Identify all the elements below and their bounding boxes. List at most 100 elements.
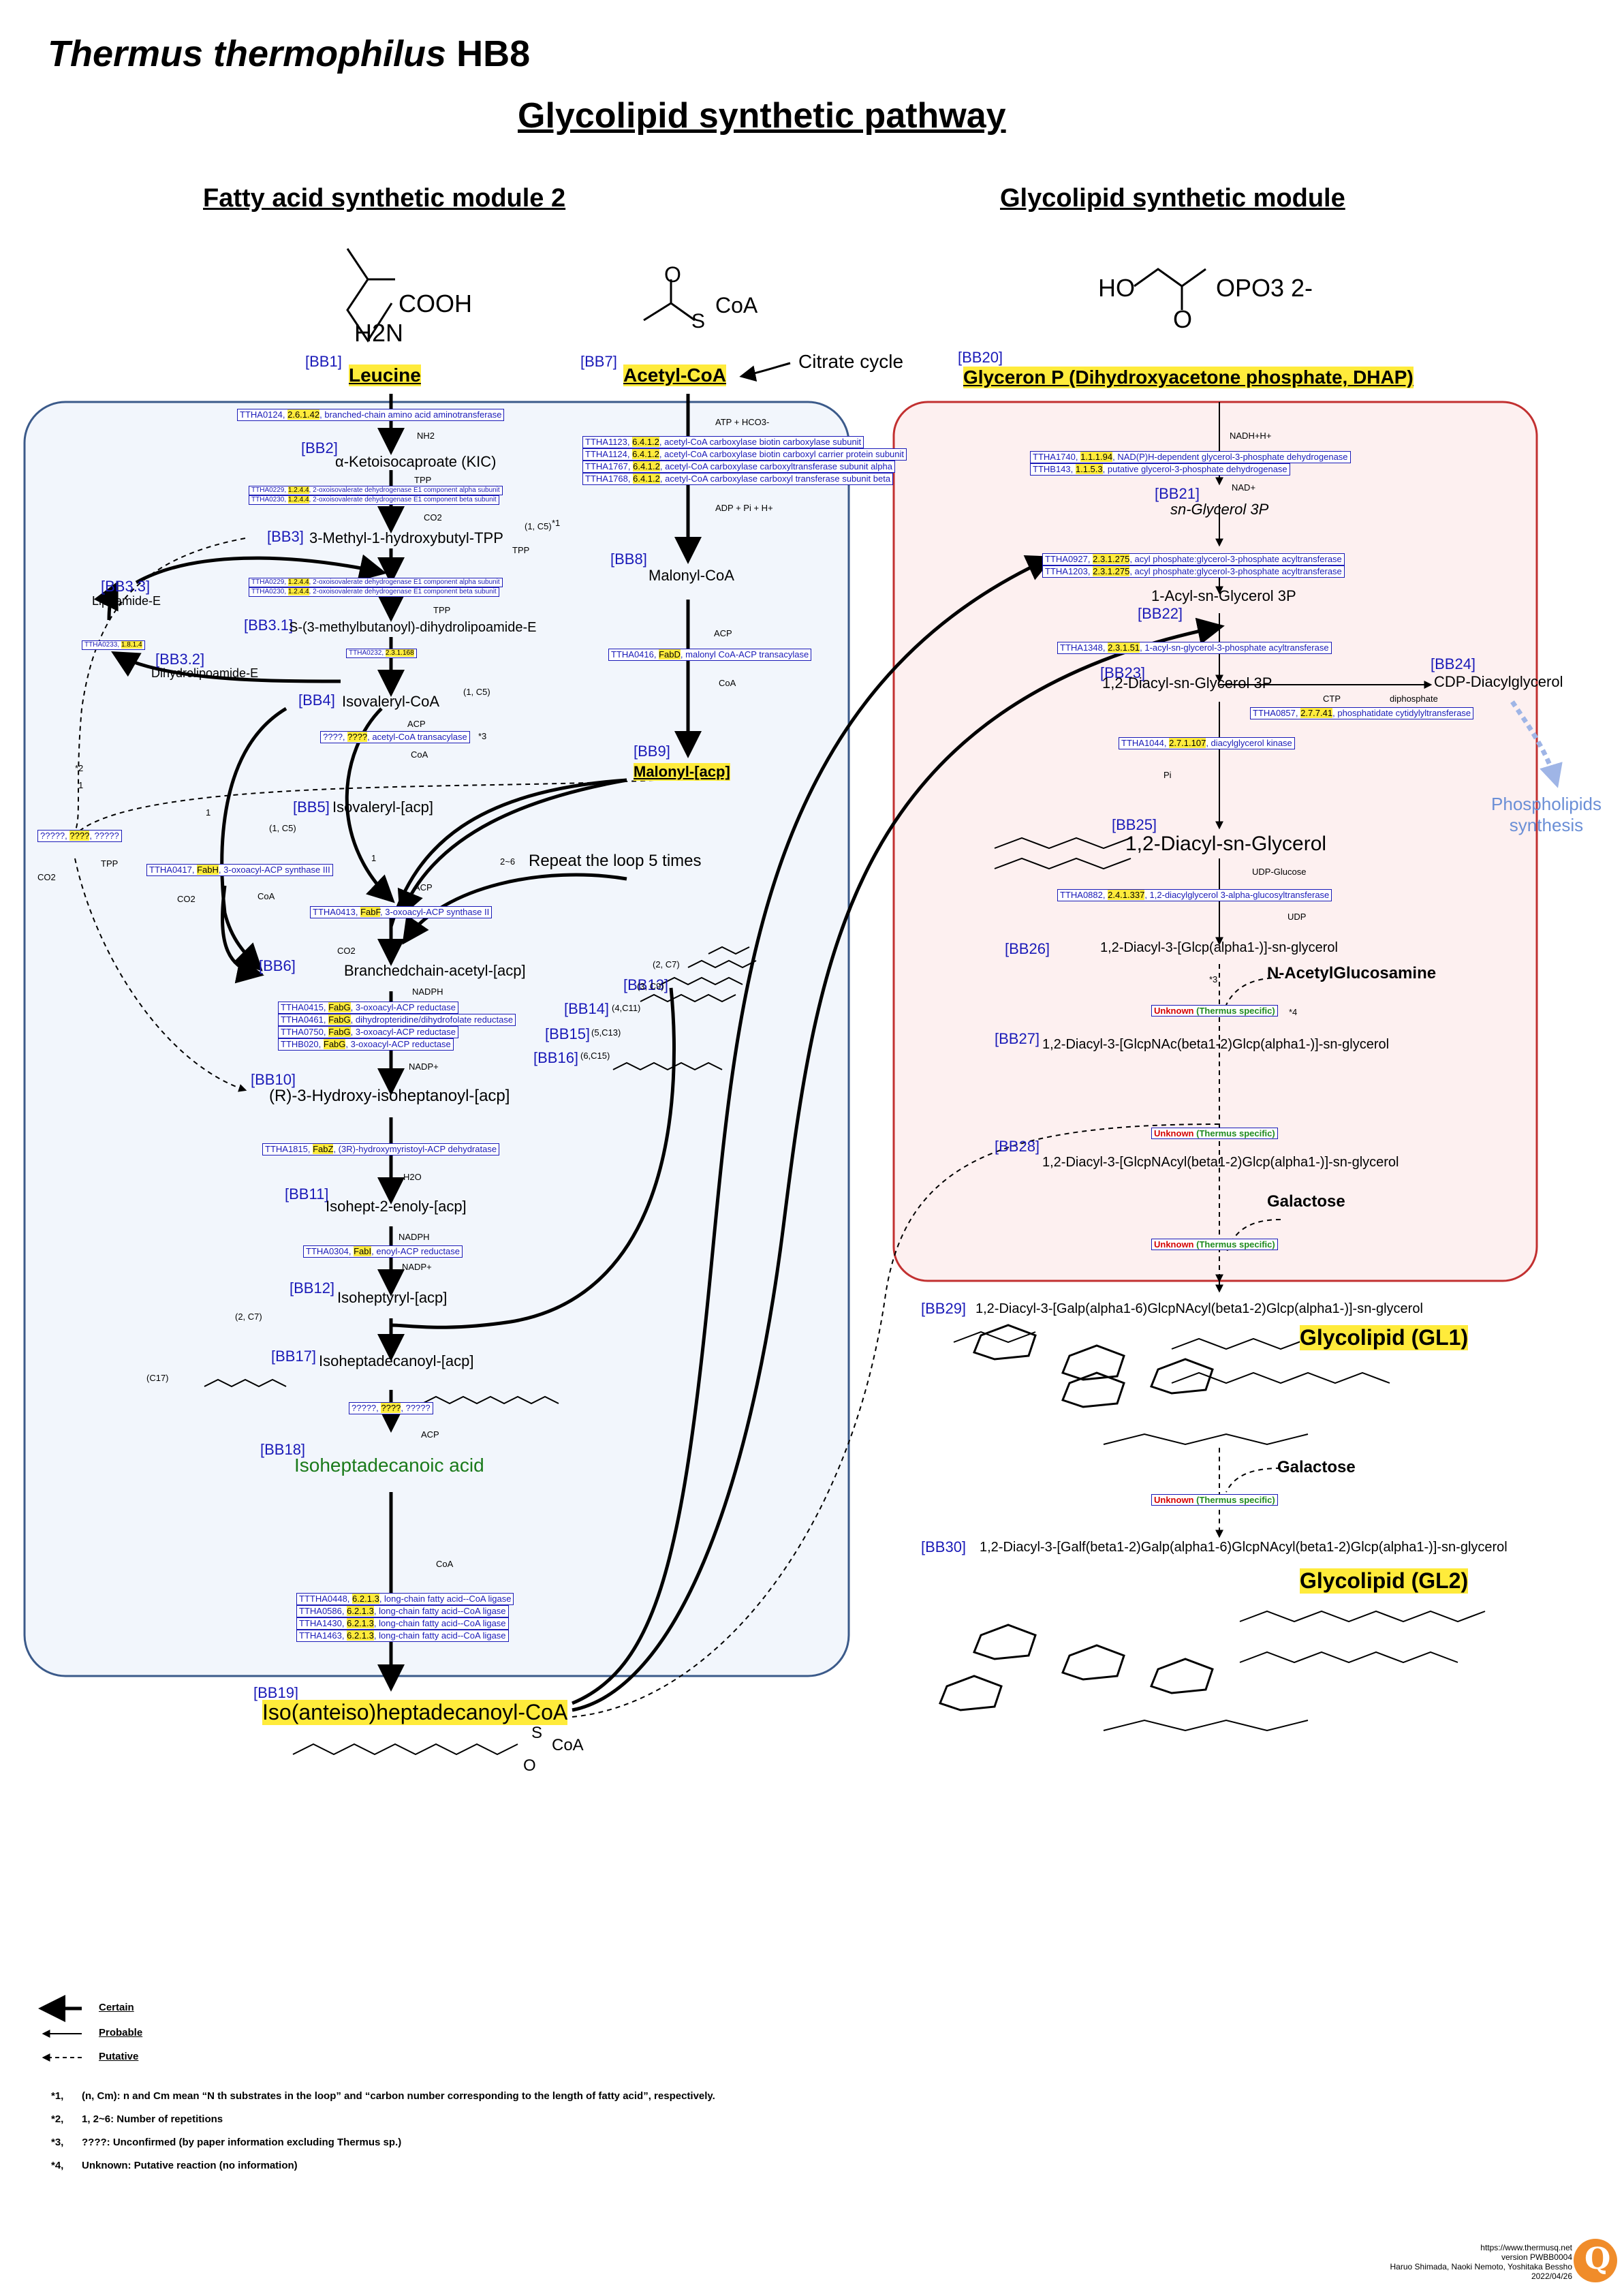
tag-bb20: [BB20] [958,349,1003,366]
enzyme-e21[interactable]: TTHA1044, 2.7.1.107, diacylglycerol kina… [1119,737,1295,749]
credit-version: version PWBB0004 [1501,2252,1572,2262]
side-nadh: NADH+H+ [1230,431,1272,441]
enzyme-e15c[interactable]: TTHA1767, 6.4.1.2, acetyl-CoA carboxylas… [582,461,895,473]
enzyme-e15b[interactable]: TTHA1124, 6.4.1.2, acetyl-CoA carboxylas… [582,448,907,461]
enzyme-e19[interactable]: TTHA1348, 2.3.1.51, 1-acyl-sn-glycerol-3… [1057,642,1332,654]
compound-bb3-2: Dihydrolipoamide-E [151,666,259,680]
enzyme-e14a[interactable]: TTTHA0448, 6.2.1.3, long-chain fatty aci… [296,1593,514,1605]
tag-bb12: [BB12] [290,1279,335,1297]
enzyme-e15d[interactable]: TTHA1768, 6.4.1.2, acetyl-CoA carboxylas… [582,473,894,485]
module-left-title: Fatty acid synthetic module 2 [203,184,566,213]
final-s: S [531,1724,543,1742]
side-udp: UDP [1287,912,1307,922]
enzyme-e10b[interactable]: TTHA0461, FabG, dihydropteridine/dihydro… [278,1014,516,1026]
star1-mark: *1 [552,518,561,528]
enzyme-e1[interactable]: TTHA0124, 2.6.1.42, branched-chain amino… [237,409,505,421]
side-tpp3: TPP [433,605,451,615]
final-o: O [523,1756,536,1775]
side-acp1: ACP [407,719,426,729]
tag-bb2: [BB2] [301,439,338,456]
acetyl-coa-label: CoA [715,293,758,317]
enzyme-e14d[interactable]: TTHA1463, 6.2.1.3, long-chain fatty acid… [296,1630,509,1642]
unknown-u3[interactable]: Unknown (Thermus specific) [1151,1239,1278,1250]
note-bb14: (4,C11) [612,1003,641,1013]
enzyme-e5[interactable]: TTHA0232, 2.3.1.168 [346,649,417,658]
glycolipid-gl1: Glycolipid (GL1) [1300,1325,1469,1350]
enzyme-e13[interactable]: ?????, ????, ????? [349,1402,433,1414]
enzyme-e18b[interactable]: TTHA1203, 2.3.1.275, acyl phosphate:glyc… [1042,565,1345,578]
enzyme-e4[interactable]: TTHA0233, 1.8.1.4 [82,640,145,650]
enzyme-e11[interactable]: TTHA1815, FabZ, (3R)-hydroxymyristoyl-AC… [262,1143,500,1155]
enzyme-e12[interactable]: TTHA0304, FabI, enoyl-ACP reductase [303,1245,463,1258]
enzyme-e9[interactable]: TTHA0413, FabF, 3-oxoacyl-ACP synthase I… [310,906,493,918]
organism-name: Thermus thermophilus HB8 [48,33,531,74]
enzyme-e2a[interactable]: TTHA0229, 1.2.4.4, 2-oxoisovalerate dehy… [249,486,503,495]
compound-bb18: Isoheptadecanoic acid [294,1455,484,1476]
enzyme-e2b[interactable]: TTHA0230, 1.2.4.4, 2-oxoisovalerate dehy… [249,495,499,505]
compound-bb27: 1,2-Diacyl-3-[GlcpNAc(beta1-2)Glcp(alpha… [1042,1037,1390,1052]
dhap-opo3: OPO3 2- [1216,274,1313,302]
note-1: (n, Cm): n and Cm mean “N th substrates … [82,2090,715,2102]
note-c17: (C17) [146,1373,169,1383]
phospholipid-branch-arrow [1510,700,1563,788]
enzyme-e14b[interactable]: TTHA0586, 6.2.1.3, long-chain fatty acid… [296,1605,509,1617]
note-3-key: *3, [51,2137,64,2148]
side-nadph2: NADPH [399,1232,430,1242]
one-c: 1 [371,853,377,863]
enzyme-e17b[interactable]: TTHB143, 1.1.5.3, putative glycerol-3-ph… [1030,463,1290,476]
acetyl-s: S [691,310,706,332]
tag-bb21: [BB21] [1155,485,1200,502]
side-coa4: CoA [719,678,736,688]
enzyme-e3b[interactable]: TTHA0230, 1.2.4.4, 2-oxoisovalerate dehy… [249,587,499,597]
enzyme-e3a[interactable]: TTHA0229, 1.2.4.4, 2-oxoisovalerate dehy… [249,578,503,587]
final-coa: CoA [552,1736,584,1754]
enzyme-e16[interactable]: TTHA0416, FabD, malonyl CoA-ACP transacy… [608,649,812,661]
enzyme-e17a[interactable]: TTHA1740, 1.1.1.94, NAD(P)H-dependent gl… [1030,451,1351,463]
note-4: Unknown: Putative reaction (no informati… [82,2160,298,2171]
enzyme-e20[interactable]: TTHA0857, 2.7.7.41, phosphatidate cytidy… [1250,707,1474,719]
galactose-2: Galactose [1277,1458,1356,1476]
enzyme-e6[interactable]: ????, ????, acetyl-CoA transacylase [320,731,470,743]
unknown-u4[interactable]: Unknown (Thermus specific) [1151,1494,1278,1506]
credit-url[interactable]: https://www.thermusq.net [1480,2243,1572,2252]
sugar-rings [939,1324,1214,1711]
note-c7: (2, C7) [235,1312,262,1322]
enzyme-e10d[interactable]: TTHB020, FabG, 3-oxoacyl-ACP reductase [278,1038,454,1051]
one-a: 1 [78,780,84,790]
enzyme-e15a[interactable]: TTHA1123, 6.4.1.2, acetyl-CoA carboxylas… [582,436,864,448]
compound-bb4: Isovaleryl-CoA [342,693,440,710]
note-1-key: *1, [51,2090,64,2102]
leucine-h2n: H2N [354,319,404,347]
compound-bb25: 1,2-Diacyl-sn-Glycerol [1125,833,1327,855]
enzyme-e10a[interactable]: TTHA0415, FabG, 3-oxoacyl-ACP reductase [278,1002,459,1014]
side-pi: Pi [1164,770,1172,780]
side-acp4: ACP [714,628,732,638]
compound-bb19: Iso(anteiso)heptadecanoyl-CoA [262,1700,568,1725]
tag-bb15: [BB15] [545,1025,591,1042]
tag-bb23: [BB23] [1100,664,1146,681]
tag-bb28: [BB28] [995,1138,1040,1155]
phospholipids-synthesis: Phospholipids synthesis [1491,794,1602,835]
tag-bb22: [BB22] [1138,605,1183,622]
compound-bb3-3: Lipoamide-E [92,594,161,608]
compound-bb23: 1,2-Diacyl-sn-Glycerol 3P [1102,674,1272,692]
galactose-1: Galactose [1267,1192,1345,1211]
note-bb13b: (3, C9) [637,981,664,991]
side-co2b: CO2 [37,872,56,882]
enzyme-e10c[interactable]: TTHA0750, FabG, 3-oxoacyl-ACP reductase [278,1026,459,1038]
enzyme-e8[interactable]: TTHA0417, FabH, 3-oxoacyl-ACP synthase I… [146,864,333,876]
compound-bb29: 1,2-Diacyl-3-[Galp(alpha1-6)GlcpNAcyl(be… [975,1301,1423,1316]
compound-bb21: sn-Glycerol 3P [1170,501,1269,518]
unknown-u2[interactable]: Unknown (Thermus specific) [1151,1128,1278,1139]
enzyme-e7[interactable]: ?????, ????, ????? [37,830,122,842]
unknown-u1[interactable]: Unknown (Thermus specific) [1151,1005,1278,1017]
side-nad: NAD+ [1232,482,1256,493]
compound-dhap: Glyceron P (Dihydroxyacetone phosphate, … [963,367,1414,388]
enzyme-e14c[interactable]: TTHA1430, 6.2.1.3, long-chain fatty acid… [296,1617,509,1630]
side-diphos: diphosphate [1390,694,1438,704]
enzyme-e22[interactable]: TTHA0882, 2.4.1.337, 1,2-diacylglycerol … [1057,889,1332,901]
enzyme-e18a[interactable]: TTHA0927, 2.3.1.275, acyl phosphate:glyc… [1042,553,1345,565]
side-ctp: CTP [1323,694,1341,704]
side-tpp1: TPP [414,475,432,485]
compound-bb3-1: S-(3-methylbutanoyl)-dihydrolipoamide-E [289,620,537,635]
